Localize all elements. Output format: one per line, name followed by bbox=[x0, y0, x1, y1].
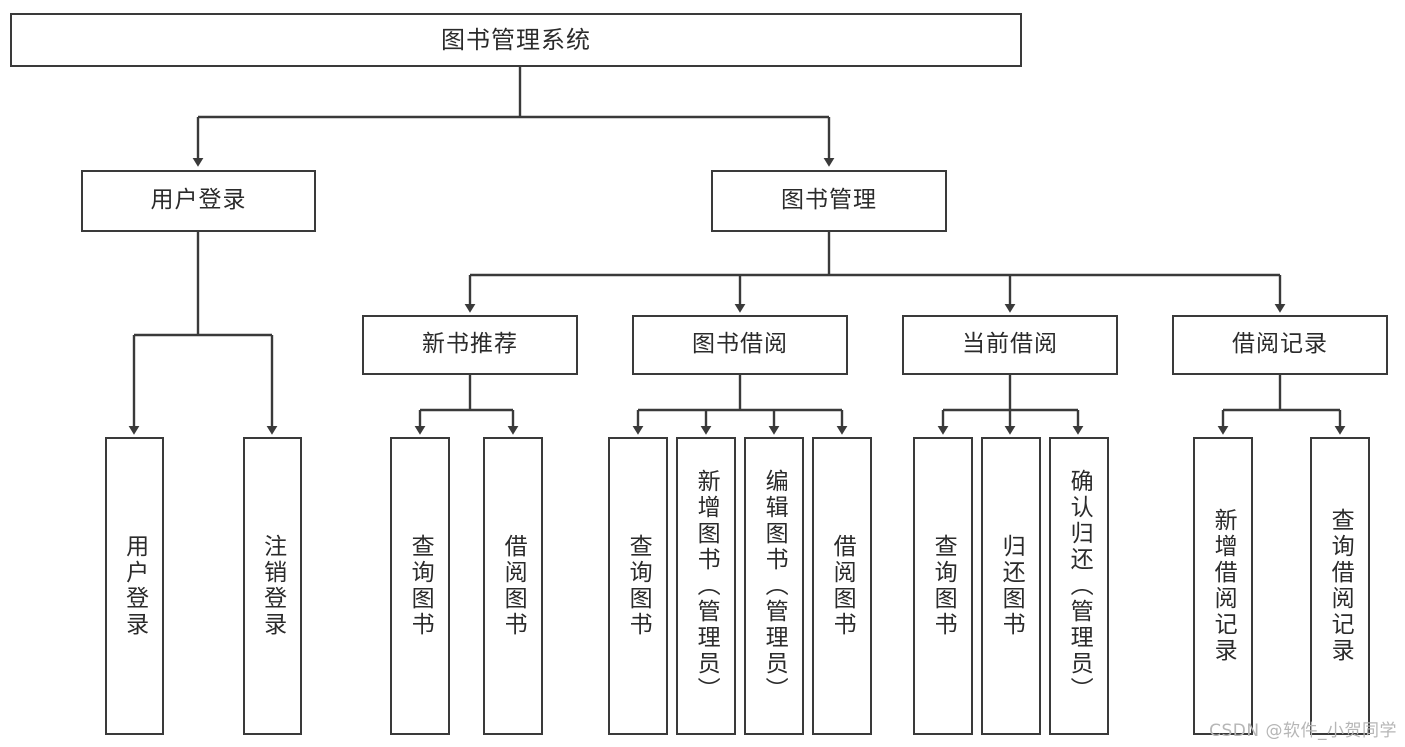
node-label: 查询图书 bbox=[407, 534, 434, 638]
node-label: 查询图书 bbox=[625, 534, 652, 638]
leaf-borrow-borrow-book[interactable]: 借阅图书 bbox=[812, 437, 872, 735]
leaf-record-add-record[interactable]: 新增借阅记录 bbox=[1193, 437, 1253, 735]
node-label: 归还图书 bbox=[998, 534, 1025, 638]
node-root-system[interactable]: 图书管理系统 bbox=[10, 13, 1022, 67]
node-label: 新增图书（管理员） bbox=[693, 469, 720, 703]
node-new-book-recommend[interactable]: 新书推荐 bbox=[362, 315, 578, 375]
leaf-current-return-book[interactable]: 归还图书 bbox=[981, 437, 1041, 735]
node-label: 借阅记录 bbox=[1232, 331, 1328, 358]
leaf-current-query-book[interactable]: 查询图书 bbox=[913, 437, 973, 735]
leaf-user-login-login[interactable]: 用户登录 bbox=[105, 437, 164, 735]
node-label: 图书借阅 bbox=[692, 331, 788, 358]
leaf-record-query-record[interactable]: 查询借阅记录 bbox=[1310, 437, 1370, 735]
node-label: 注销登录 bbox=[259, 534, 286, 638]
node-current-borrow[interactable]: 当前借阅 bbox=[902, 315, 1118, 375]
node-label: 编辑图书（管理员） bbox=[761, 469, 788, 703]
leaf-user-login-logout[interactable]: 注销登录 bbox=[243, 437, 302, 735]
leaf-borrow-query-book[interactable]: 查询图书 bbox=[608, 437, 668, 735]
node-label: 新书推荐 bbox=[422, 331, 518, 358]
leaf-borrow-edit-book-admin[interactable]: 编辑图书（管理员） bbox=[744, 437, 804, 735]
node-label: 图书管理 bbox=[781, 187, 877, 214]
node-label: 查询图书 bbox=[930, 534, 957, 638]
node-label: 当前借阅 bbox=[962, 331, 1058, 358]
node-book-management[interactable]: 图书管理 bbox=[711, 170, 947, 232]
node-label: 查询借阅记录 bbox=[1327, 508, 1354, 664]
leaf-borrow-add-book-admin[interactable]: 新增图书（管理员） bbox=[676, 437, 736, 735]
node-user-login[interactable]: 用户登录 bbox=[81, 170, 316, 232]
node-book-borrow[interactable]: 图书借阅 bbox=[632, 315, 848, 375]
leaf-recommend-query-book[interactable]: 查询图书 bbox=[390, 437, 450, 735]
node-borrow-record[interactable]: 借阅记录 bbox=[1172, 315, 1388, 375]
node-label: 借阅图书 bbox=[829, 534, 856, 638]
node-label: 借阅图书 bbox=[500, 534, 527, 638]
watermark: CSDN @软件_小贺同学 bbox=[1209, 721, 1397, 741]
leaf-current-confirm-return-admin[interactable]: 确认归还（管理员） bbox=[1049, 437, 1109, 735]
leaf-recommend-borrow-book[interactable]: 借阅图书 bbox=[483, 437, 543, 735]
node-label: 确认归还（管理员） bbox=[1066, 469, 1093, 703]
node-label: 用户登录 bbox=[121, 534, 148, 638]
node-label: 新增借阅记录 bbox=[1210, 508, 1237, 664]
node-label: 图书管理系统 bbox=[441, 25, 591, 54]
node-label: 用户登录 bbox=[150, 187, 247, 214]
